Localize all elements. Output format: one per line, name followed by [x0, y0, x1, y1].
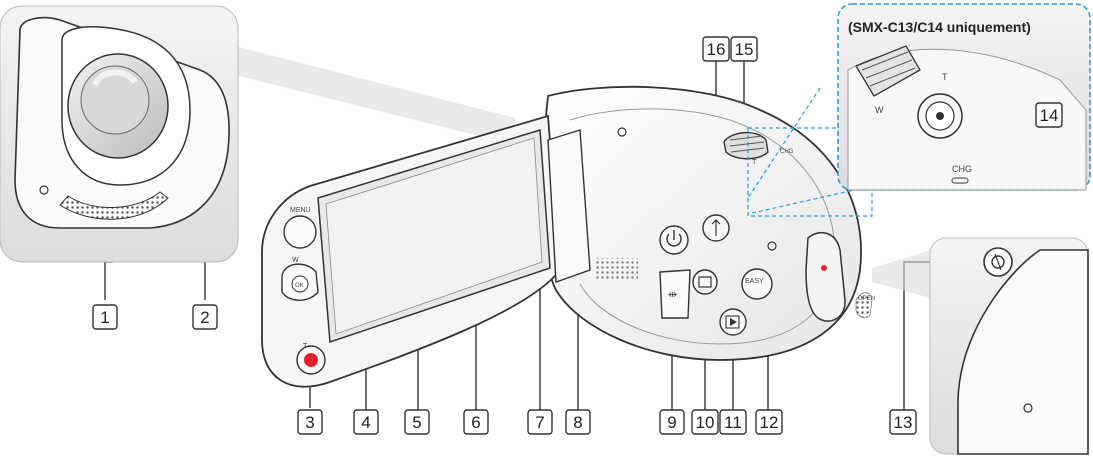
record-icon: [304, 353, 318, 367]
display-button[interactable]: [692, 269, 718, 295]
easy-button[interactable]: [741, 268, 773, 300]
callout-number: 14: [1040, 106, 1059, 125]
inset-screw-icon: [1023, 403, 1033, 413]
callout-number: 5: [412, 413, 421, 432]
inset-zoom-lever: [855, 45, 921, 97]
callout-box: [353, 409, 379, 435]
callout-number: 7: [535, 413, 544, 432]
screw-icon: [39, 185, 49, 195]
inset-wide-label: W: [875, 105, 884, 115]
callout-5: 5: [404, 409, 430, 435]
callout-14: 14: [1035, 102, 1063, 128]
callout-12: 12: [755, 409, 783, 435]
zoom-tele-label: T: [752, 159, 757, 166]
body-screw-icon: [617, 127, 627, 137]
callout-box: [659, 409, 685, 435]
lens-inset: [0, 5, 515, 263]
callout-box: [463, 409, 489, 435]
callout-box: [702, 36, 730, 62]
callout-number: 6: [471, 413, 480, 432]
callout-number: 15: [735, 40, 754, 59]
usb-port-cover[interactable]: [659, 269, 691, 319]
callout-16: 16: [702, 36, 730, 62]
play-icon: [730, 318, 737, 326]
callout-box: [889, 409, 917, 435]
callout-number: 8: [573, 413, 582, 432]
callout-number: 2: [200, 308, 209, 327]
callout-11: 11: [719, 409, 747, 435]
ok-label: OK: [295, 283, 304, 289]
callout-8: 8: [565, 409, 591, 435]
callout-box: [730, 36, 758, 62]
tripod-inset: [872, 237, 1089, 455]
record-indicator-icon: [821, 265, 827, 271]
callout-number: 13: [894, 413, 913, 432]
strap-grip: [805, 231, 846, 322]
model-note: (SMX-C13/C14 uniquement): [848, 19, 1031, 35]
wide-label: W: [292, 257, 299, 264]
callout-number: 10: [696, 413, 715, 432]
callout-box: [404, 409, 430, 435]
photo-button-inset: W T CHG (SMX-C13/C14 uniquement): [747, 3, 1091, 217]
callout-number: 9: [667, 413, 676, 432]
menu-label: MENU: [290, 207, 311, 214]
callout-number: 4: [361, 413, 370, 432]
callout-box: [92, 304, 118, 330]
callout-box: [565, 409, 591, 435]
callout-2: 2: [192, 304, 218, 330]
callout-box: [297, 409, 323, 435]
charge-label-body: CHG: [780, 149, 794, 155]
callout-box: [755, 409, 783, 435]
callout-number: 12: [760, 413, 779, 432]
callout-9: 9: [659, 409, 685, 435]
open-label: OPEN: [858, 296, 875, 302]
power-icon: [666, 230, 682, 247]
mode-icon: [711, 219, 721, 236]
callout-10: 10: [691, 409, 719, 435]
callout-13: 13: [889, 409, 917, 435]
camera-icon: [936, 112, 944, 120]
callout-box: [192, 304, 218, 330]
menu-button[interactable]: [283, 215, 317, 249]
callout-box: [1035, 102, 1063, 128]
callout-number: 1: [100, 308, 109, 327]
callout-number: 3: [305, 413, 314, 432]
lcd-panel: MENU OK W T: [261, 114, 591, 388]
callout-3: 3: [297, 409, 323, 435]
camcorder-body: OPEN T CHG ⇹ EASY: [541, 85, 875, 361]
callout-box: [527, 409, 553, 435]
microphone-grille: [59, 191, 169, 220]
callout-box: [719, 409, 747, 435]
callout-box: [691, 409, 719, 435]
inset-charge-label: CHG: [952, 164, 972, 174]
usb-icon: ⇹: [668, 289, 677, 301]
inset-tele-label: T: [942, 72, 948, 82]
callout-6: 6: [463, 409, 489, 435]
callout-1: 1: [92, 304, 118, 330]
callout-7: 7: [527, 409, 553, 435]
charge-led-icon: [951, 177, 969, 184]
callout-number: 16: [707, 40, 726, 59]
speaker: [596, 258, 638, 280]
callout-number: 11: [724, 413, 742, 432]
callout-4: 4: [353, 409, 379, 435]
easy-label: EASY: [745, 278, 764, 285]
display-icon: [698, 276, 712, 288]
callout-15: 15: [730, 36, 758, 62]
lcd-hinge: [547, 129, 591, 283]
